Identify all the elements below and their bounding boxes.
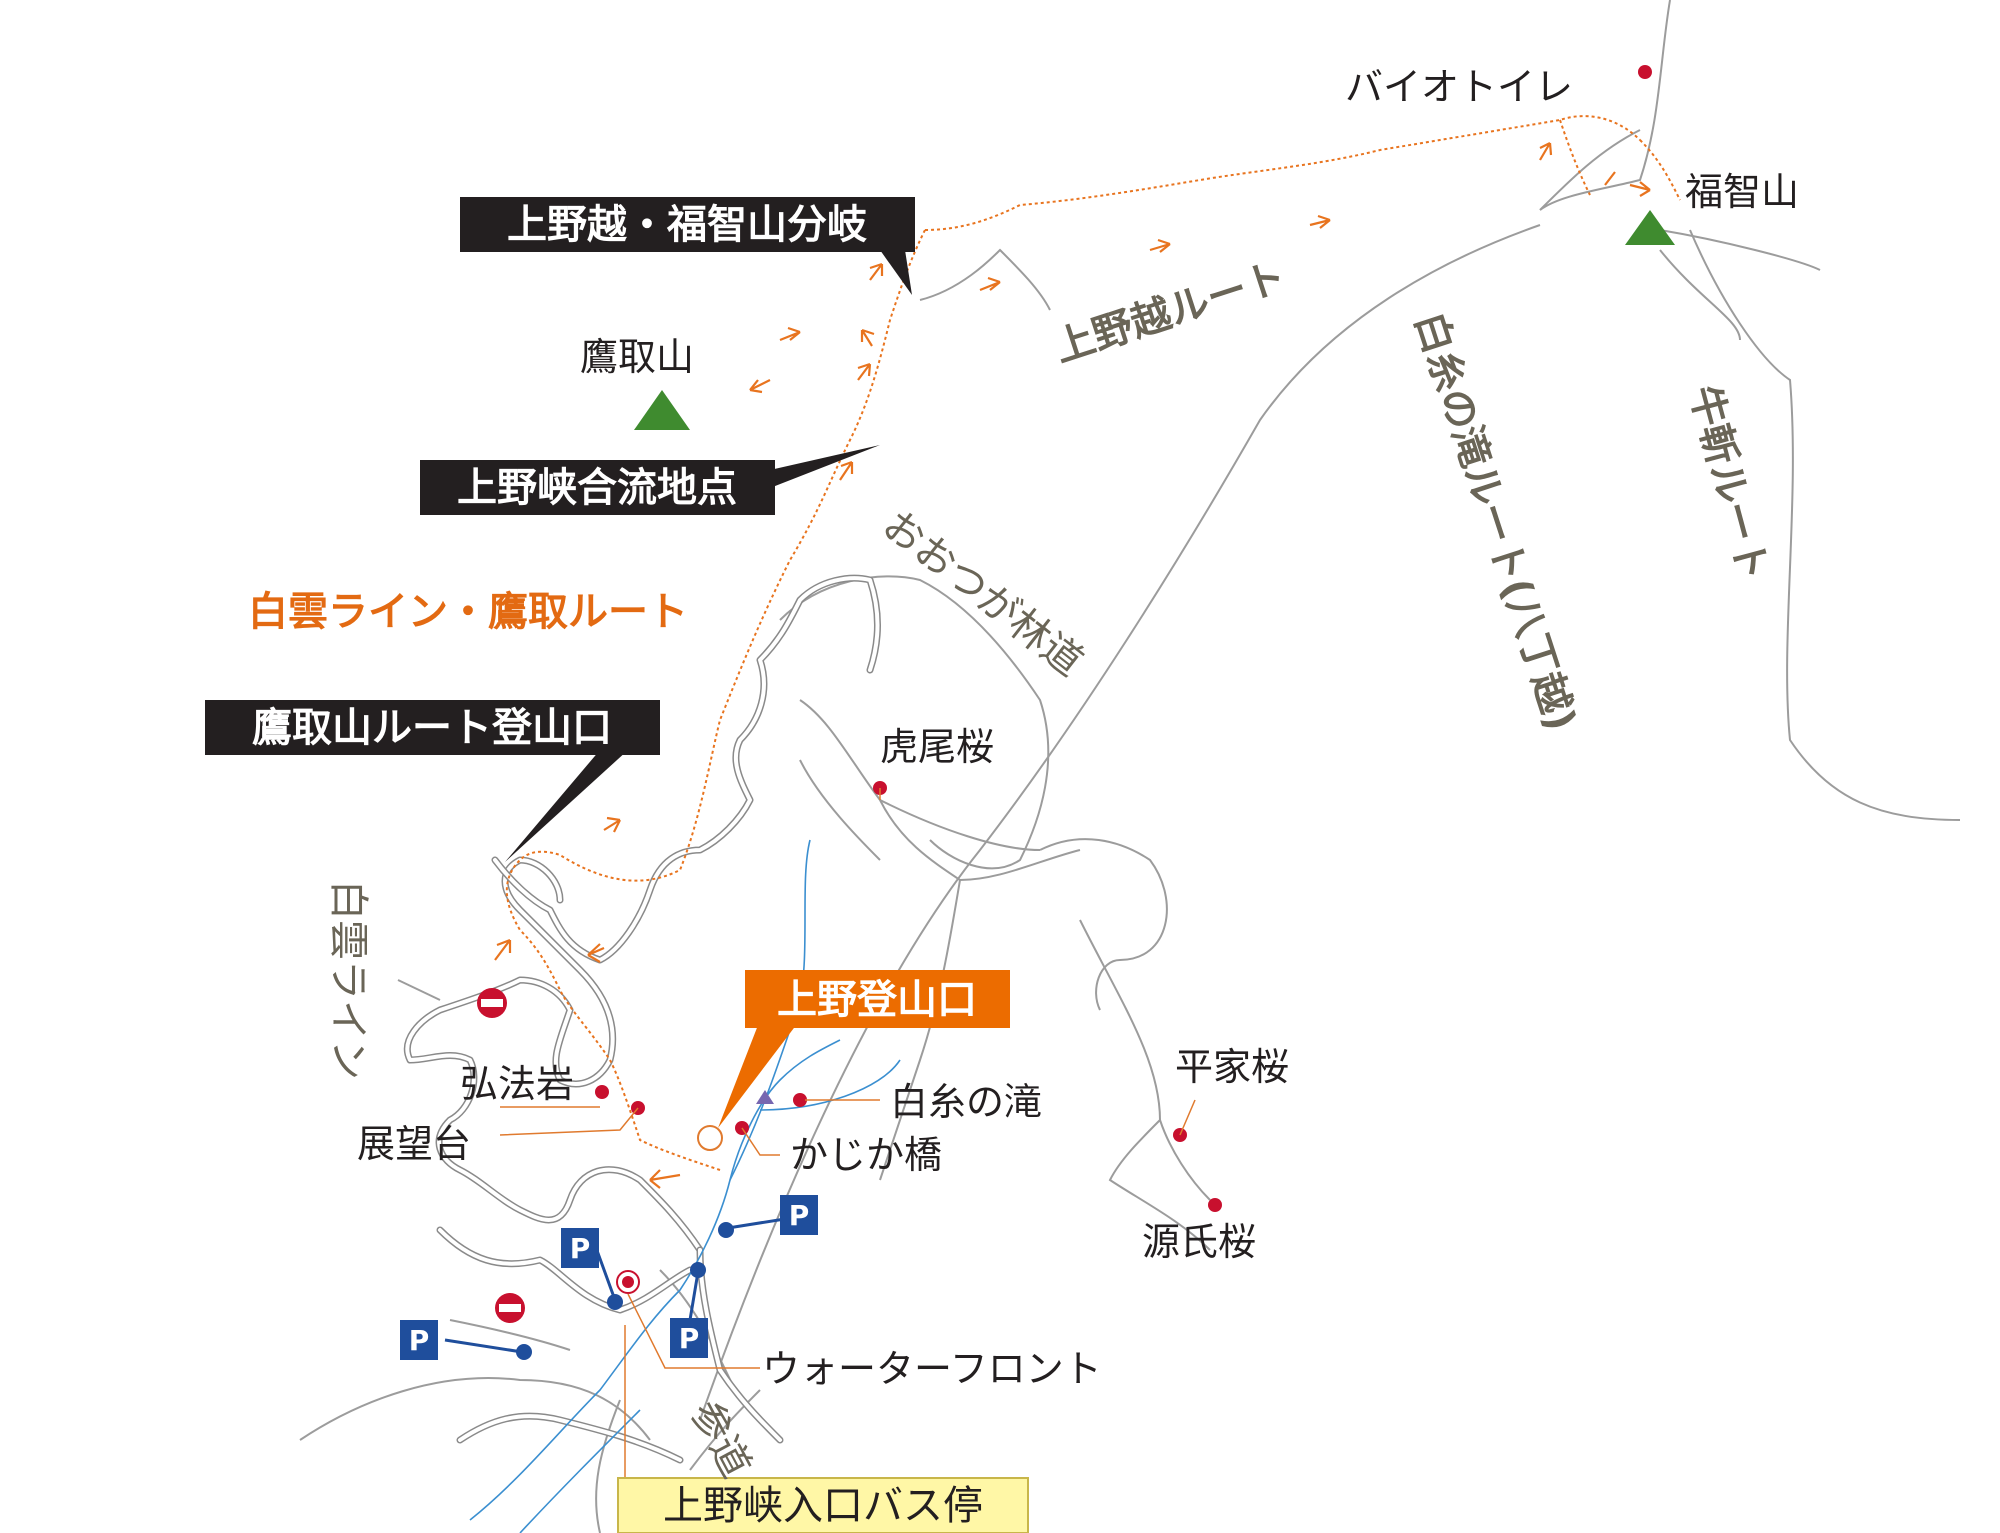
shiraito-falls-dot-icon <box>793 1093 807 1107</box>
shiraito-route-label: 白糸の滝ルート(八丁越) <box>1405 307 1584 736</box>
ueno-trailhead-callout-box <box>745 970 1010 1028</box>
road-network <box>299 0 1961 1533</box>
shiraito-falls-label: 白糸の滝 <box>890 1080 1042 1124</box>
ueno-trailhead-ring-icon <box>697 1125 723 1151</box>
no-entry-sign-icon <box>495 1293 525 1323</box>
bus-stop-callout-box <box>617 1477 1029 1533</box>
confluence-callout-label: 上野峡合流地点 <box>457 465 737 511</box>
no-entry-sign-icon <box>477 988 507 1018</box>
waterfront-dot-icon <box>622 1276 634 1288</box>
junction-callout-box <box>460 197 915 252</box>
river <box>469 839 901 1533</box>
kajika-bridge-label: かじか橋 <box>790 1133 942 1177</box>
ueno-trailhead-callout-pointer <box>718 1020 800 1128</box>
takatoriyama-label: 鷹取山 <box>580 335 694 379</box>
poi-leaders <box>499 788 1196 1369</box>
ootsuga-road-label: おおつが林道 <box>874 502 1091 686</box>
torao-zakura-label: 虎尾桜 <box>880 725 994 769</box>
parking-label: P <box>679 1322 700 1355</box>
parking-label: P <box>789 1199 810 1232</box>
takatori-trailhead-callout-label: 鷹取山ルート登山口 <box>252 705 612 751</box>
genji-zakura-dot-icon <box>1208 1198 1222 1212</box>
parking-sign-icon: P <box>670 1318 708 1358</box>
trail-arrows <box>494 142 1651 1189</box>
waterfront-ring-icon <box>616 1270 640 1294</box>
kobo-iwa-label: 弘法岩 <box>460 1062 574 1106</box>
heike-zakura-label: 平家桜 <box>1175 1045 1289 1089</box>
parking-label: P <box>409 1324 430 1357</box>
fukuchiyama-mountain-icon <box>1625 210 1675 245</box>
genji-zakura-label: 源氏桜 <box>1142 1220 1256 1264</box>
bio-toilet-label: バイオトイレ <box>1345 65 1573 109</box>
confluence-callout-box <box>420 460 775 515</box>
shirakumo-line-road <box>403 574 881 1464</box>
kobo-iwa-dot-icon <box>595 1085 609 1099</box>
takatori-trailhead-callout-pointer <box>505 750 628 862</box>
shirakumo-takatori-route-label: 白雲ライン・鷹取ルート <box>248 589 688 635</box>
bio-toilet-dot-icon <box>1638 65 1652 79</box>
bus-stop-callout-label: 上野峡入口バス停 <box>663 1483 983 1529</box>
waterfall-icon <box>756 1090 774 1104</box>
shirakumo-line-label: 白雲ライン <box>325 880 371 1080</box>
confluence-callout-pointer <box>770 445 880 488</box>
takatoriyama-mountain-icon <box>634 390 690 430</box>
parking-sign-icon: P <box>780 1195 818 1235</box>
takatori-trailhead-callout-box <box>205 700 660 755</box>
ueno-trailhead-callout-label: 上野登山口 <box>777 977 977 1023</box>
ushikiri-route-label: 牛斬ルート <box>1680 381 1776 586</box>
tenbodai-label: 展望台 <box>357 1122 471 1166</box>
parking-label: P <box>570 1232 591 1265</box>
fukuchiyama-label: 福智山 <box>1685 170 1799 214</box>
parking-sign-icon: P <box>400 1320 438 1360</box>
junction-callout-label: 上野越・福智山分岐 <box>507 202 867 248</box>
waterfront-label: ウォーターフロント <box>762 1347 1102 1391</box>
junction-callout-pointer <box>880 250 912 295</box>
parking-sign-icon: P <box>561 1228 599 1268</box>
uenogoe-route-label: 上野越ルート <box>1049 254 1291 372</box>
hiking-trail <box>505 115 1681 1171</box>
